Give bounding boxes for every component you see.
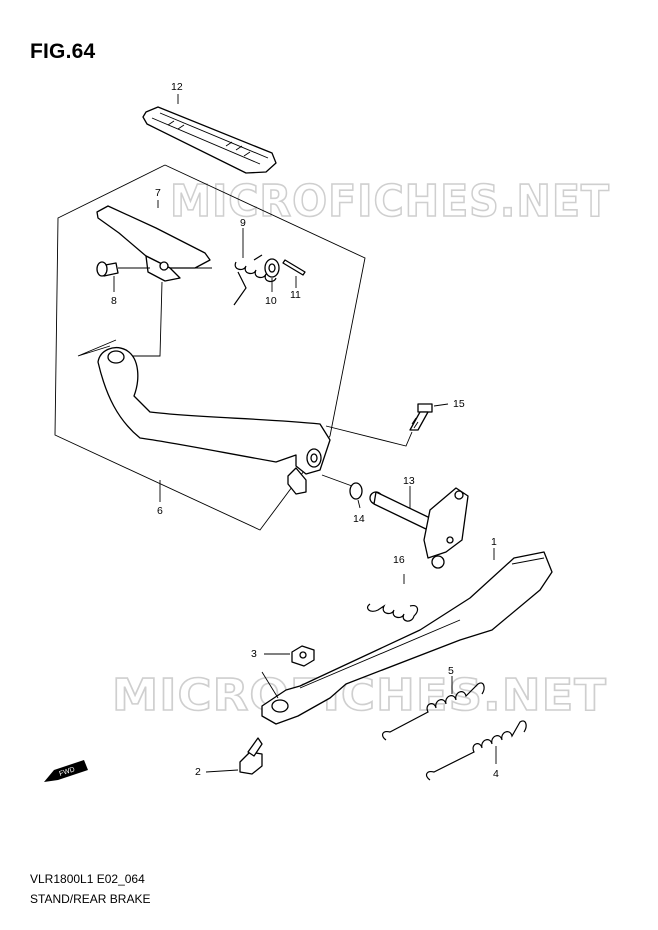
- fwd-arrow-icon: FWD: [44, 760, 88, 782]
- callout-3: 3: [251, 648, 257, 660]
- footer-code: VLR1800L1 E02_064: [30, 872, 145, 886]
- part-3-nut[interactable]: [264, 645, 315, 667]
- part-8-pin[interactable]: [96, 261, 150, 277]
- part-12-footpeg-rubber[interactable]: [142, 106, 277, 174]
- part-1-side-stand[interactable]: [261, 551, 553, 725]
- part-16-spring[interactable]: [366, 574, 419, 622]
- callout-6: 6: [157, 505, 163, 517]
- callout-13: 13: [403, 475, 415, 487]
- callout-15: 15: [453, 398, 465, 410]
- callout-14: 14: [353, 513, 365, 525]
- callout-9: 9: [240, 217, 246, 229]
- fwd-label: FWD: [58, 766, 75, 778]
- watermark-top: MICROFICHES.NET: [170, 176, 610, 227]
- part-6-brake-pedal[interactable]: [77, 281, 331, 495]
- part-11-cotter-pin[interactable]: [282, 259, 306, 276]
- callout-5: 5: [448, 665, 454, 677]
- part-10-washer[interactable]: [264, 258, 280, 278]
- part-13-brake-shaft-lever[interactable]: [369, 487, 469, 569]
- callout-1: 1: [491, 536, 497, 548]
- callout-12: 12: [171, 81, 183, 93]
- part-14-washer[interactable]: [321, 474, 363, 500]
- callout-16: 16: [393, 554, 405, 566]
- part-7-brake-pedal-pad[interactable]: [96, 205, 212, 282]
- callout-11: 11: [290, 289, 301, 301]
- callout-2: 2: [195, 766, 201, 778]
- part-15-bolt[interactable]: [325, 403, 433, 447]
- callout-7: 7: [155, 187, 161, 199]
- assembly-boundary: [54, 164, 366, 531]
- part-2-bolt[interactable]: [205, 737, 263, 775]
- footer-caption: STAND/REAR BRAKE: [30, 892, 151, 906]
- callout-4: 4: [493, 768, 499, 780]
- callout-10: 10: [265, 295, 277, 307]
- figure-title: FIG.64: [30, 40, 96, 63]
- callout-8: 8: [111, 295, 117, 307]
- part-5-spring[interactable]: [381, 676, 485, 741]
- part-9-spring[interactable]: [233, 254, 277, 306]
- part-4-spring[interactable]: [425, 720, 527, 781]
